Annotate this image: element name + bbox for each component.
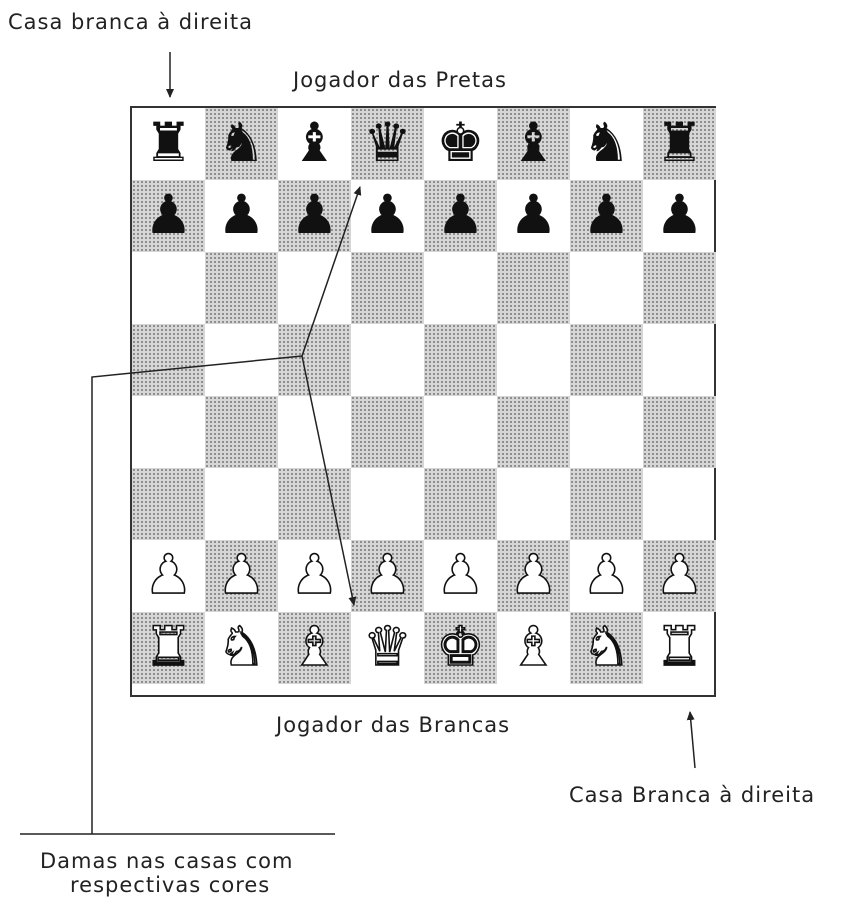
white-queen-arrow bbox=[302, 356, 354, 605]
bottom-right-pointer-arrow bbox=[690, 712, 695, 768]
black-queen-arrow bbox=[302, 187, 360, 356]
queens-note-vertical-line bbox=[92, 356, 302, 834]
